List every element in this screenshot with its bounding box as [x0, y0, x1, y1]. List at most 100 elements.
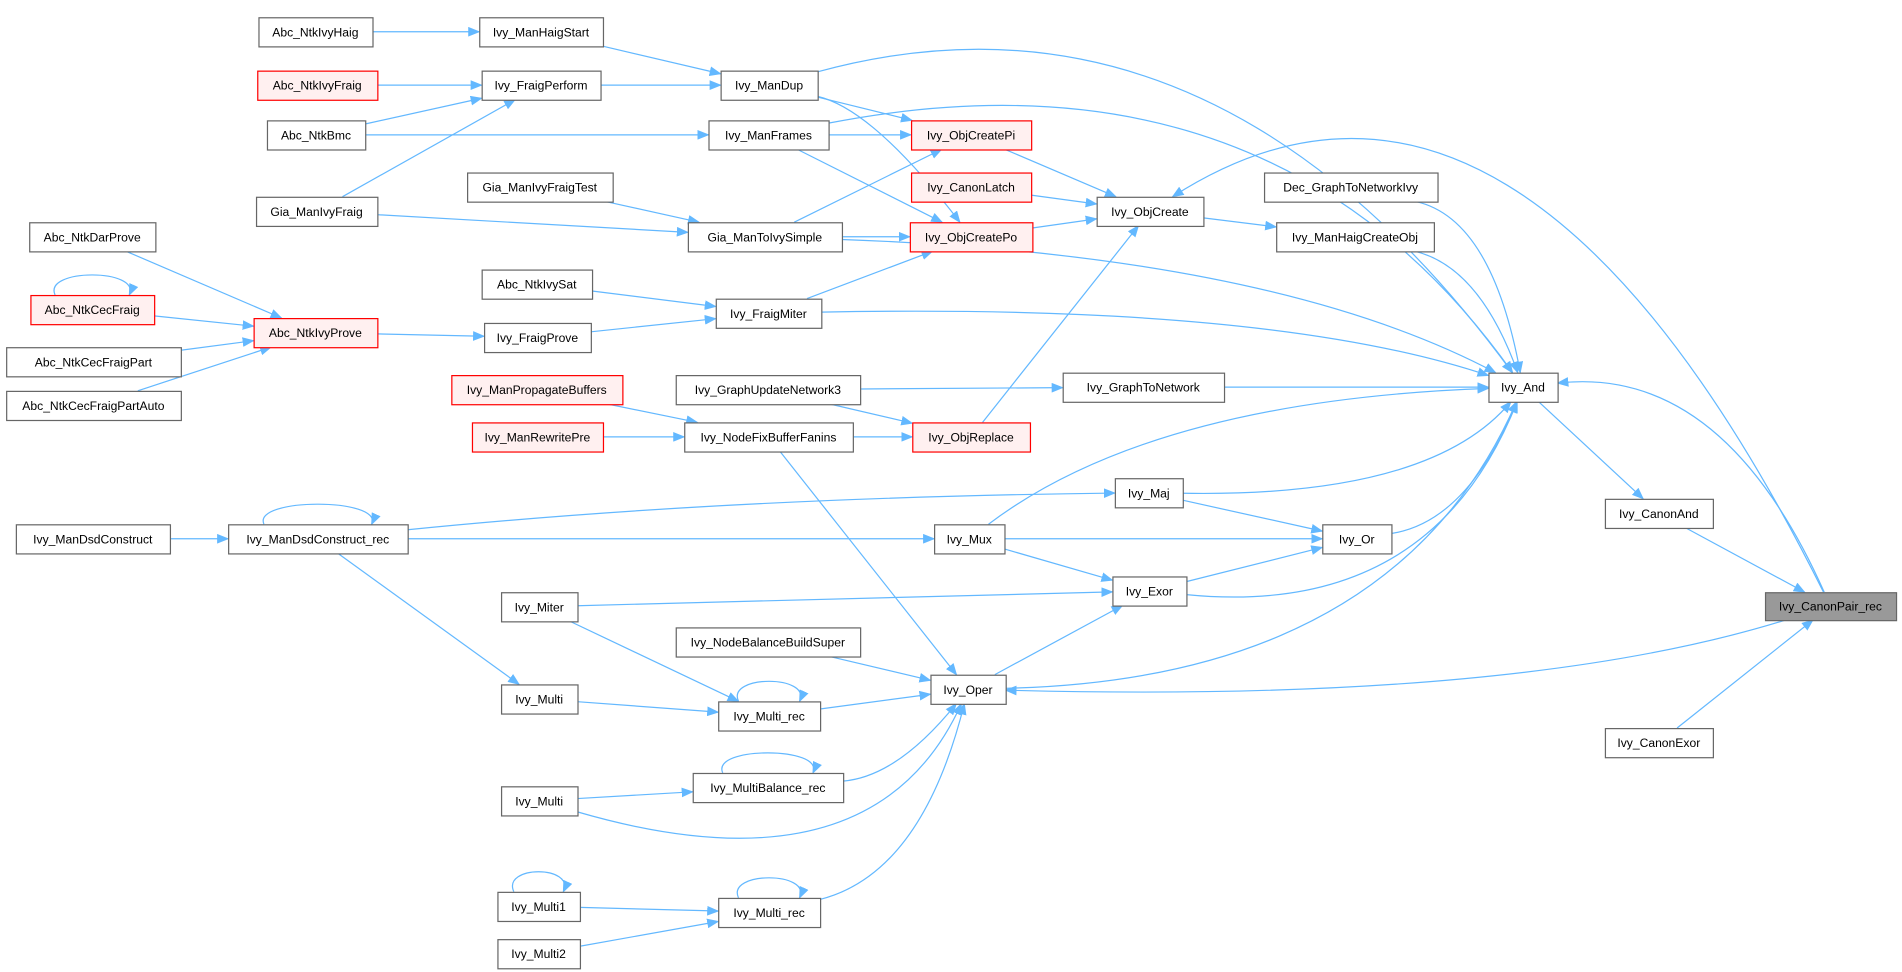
node-gia-mantoivysimple[interactable]: Gia_ManToIvySimple: [687, 222, 844, 253]
node-ivy-objcreate[interactable]: Ivy_ObjCreate: [1096, 196, 1205, 228]
node-label: Ivy_ManHaigCreateObj: [1292, 230, 1418, 244]
node-ivy-nodefixbufferfanins[interactable]: Ivy_NodeFixBufferFanins: [684, 422, 854, 453]
node-box: [692, 772, 845, 804]
node-ivy-multi-rec-b[interactable]: Ivy_Multi_rec: [718, 897, 822, 929]
node-ivy-multi1[interactable]: Ivy_Multi1: [497, 891, 582, 923]
node-label: Abc_NtkBmc: [281, 128, 351, 142]
edge-ivy_mandup-to-ivy_and: [817, 48, 1513, 374]
node-ivy-fraigprove[interactable]: Ivy_FraigProve: [483, 322, 592, 354]
node-abc-ntkivyprove[interactable]: Abc_NtkIvyProve: [253, 317, 379, 349]
node-ivy-miter[interactable]: Ivy_Miter: [500, 592, 579, 623]
node-box: [1604, 498, 1714, 530]
node-ivy-manframes[interactable]: Ivy_ManFrames: [708, 120, 830, 151]
node-abc-ntkcecfraigpart[interactable]: Abc_NtkCecFraigPart: [6, 347, 182, 378]
edge-ivy_multi_b-to-ivy_multibalance_rec: [577, 787, 694, 800]
edge-ivy_objreplace-to-ivy_objcreate: [982, 224, 1140, 423]
node-box: [1764, 592, 1898, 622]
edge-ivy_canonpair_rec-to-ivy_objcreate: [1171, 138, 1825, 593]
edge-ivy_exor-to-ivy_and: [1186, 400, 1518, 598]
node-label: Ivy_ManDup: [735, 79, 803, 93]
node-ivy-mandup[interactable]: Ivy_ManDup: [720, 70, 819, 101]
node-label: Abc_NtkIvyProve: [269, 326, 362, 340]
node-ivy-maj[interactable]: Ivy_Maj: [1114, 478, 1184, 509]
node-ivy-manrewritepre[interactable]: Ivy_ManRewritePre: [471, 422, 605, 453]
node-ivy-manhaigstart[interactable]: Ivy_ManHaigStart: [479, 17, 605, 48]
node-ivy-nodebalancebuildsuper[interactable]: Ivy_NodeBalanceBuildSuper: [675, 627, 862, 658]
node-ivy-multi2[interactable]: Ivy_Multi2: [497, 939, 582, 970]
node-ivy-multi-b[interactable]: Ivy_Multi: [500, 786, 579, 817]
edge-ivy_graphupdatenetwork3-to-ivy_objreplace: [830, 403, 914, 426]
edge-gia_manivyfraig-to-ivy_fraigperform: [342, 99, 517, 198]
node-gia-manivyfraig[interactable]: Gia_ManIvyFraig: [255, 196, 379, 228]
node-ivy-canonlatch[interactable]: Ivy_CanonLatch: [910, 172, 1033, 203]
edge-ivy_multi_rec_b-to-ivy_oper: [819, 702, 967, 901]
node-box: [1322, 524, 1393, 555]
node-box: [451, 375, 624, 406]
node-box: [1062, 372, 1226, 403]
node-ivy-manpropagatebuffers[interactable]: Ivy_ManPropagateBuffers: [451, 375, 624, 406]
node-label: Ivy_NodeFixBufferFanins: [700, 430, 836, 444]
node-ivy-manhaigcreateobj[interactable]: Ivy_ManHaigCreateObj: [1276, 222, 1435, 253]
node-label: Ivy_ManDsdConstruct: [33, 532, 153, 546]
node-ivy-canonexor[interactable]: Ivy_CanonExor: [1604, 727, 1714, 759]
node-ivy-graphtonetwork[interactable]: Ivy_GraphToNetwork: [1062, 372, 1226, 403]
node-abc-ntkivyfraig[interactable]: Abc_NtkIvyFraig: [257, 70, 379, 101]
node-ivy-multi-rec-a[interactable]: Ivy_Multi_rec: [718, 701, 822, 732]
node-ivy-oper[interactable]: Ivy_Oper: [930, 674, 1007, 705]
node-abc-ntkivyhaig[interactable]: Abc_NtkIvyHaig: [258, 17, 374, 48]
node-ivy-mandsdconstruct[interactable]: Ivy_ManDsdConstruct: [15, 524, 172, 555]
node-ivy-canonand[interactable]: Ivy_CanonAnd: [1604, 498, 1714, 530]
edge-ivy_manframes-to-ivy_objcreatepo: [797, 148, 944, 223]
node-box: [253, 317, 379, 349]
node-abc-ntkcecfraigpartauto[interactable]: Abc_NtkCecFraigPartAuto: [6, 390, 182, 422]
node-ivy-mux[interactable]: Ivy_Mux: [934, 524, 1006, 555]
node-ivy-fraigmiter[interactable]: Ivy_FraigMiter: [715, 298, 823, 329]
node-box: [934, 524, 1006, 555]
node-label: Abc_NtkIvyFraig: [273, 79, 362, 93]
node-box: [29, 222, 157, 253]
node-ivy-or[interactable]: Ivy_Or: [1322, 524, 1393, 555]
node-abc-ntkivysat[interactable]: Abc_NtkIvySat: [481, 269, 594, 300]
edge-ivy_manframes-to-ivy_and: [828, 104, 1514, 374]
node-ivy-objcreatepo[interactable]: Ivy_ObjCreatePo: [909, 222, 1034, 253]
node-gia-manivyfraigtest[interactable]: Gia_ManIvyFraigTest: [467, 172, 614, 203]
node-label: Abc_NtkDarProve: [44, 230, 141, 244]
edge-ivy_mandsdconstruct_rec-to-ivy_mandsdconstruct_rec: [262, 503, 381, 526]
edge-ivy_objcreate-to-ivy_manhaigcreateobj: [1203, 217, 1278, 231]
node-label: Abc_NtkCecFraig: [45, 303, 140, 317]
node-dec-graphtonetworkivy[interactable]: Dec_GraphToNetworkIvy: [1263, 172, 1439, 203]
edge-ivy_mandsdconstruct_rec-to-ivy_multi_a: [337, 552, 521, 686]
node-ivy-mandsdconstruct-rec[interactable]: Ivy_ManDsdConstruct_rec: [228, 524, 409, 555]
node-ivy-objcreatepi[interactable]: Ivy_ObjCreatePi: [910, 120, 1033, 151]
edge-ivy_manhaigcreateobj-to-ivy_and: [1414, 250, 1519, 374]
node-ivy-multibalance-rec[interactable]: Ivy_MultiBalance_rec: [692, 772, 845, 804]
node-label: Ivy_ManRewritePre: [484, 430, 590, 444]
node-box: [1263, 172, 1439, 203]
node-abc-ntkbmc[interactable]: Abc_NtkBmc: [266, 120, 367, 151]
node-ivy-exor[interactable]: Ivy_Exor: [1112, 576, 1188, 607]
node-ivy-graphupdatenetwork3[interactable]: Ivy_GraphUpdateNetwork3: [675, 375, 862, 406]
node-label: Ivy_CanonAnd: [1619, 507, 1699, 521]
edge-ivy_mux-to-ivy_exor: [1004, 548, 1114, 582]
node-ivy-objreplace[interactable]: Ivy_ObjReplace: [912, 422, 1032, 453]
edge-ivy_mandup-to-ivy_objcreatepi: [817, 96, 914, 123]
node-ivy-and[interactable]: Ivy_And: [1488, 372, 1559, 403]
node-box: [1488, 372, 1559, 403]
node-label: Ivy_FraigMiter: [730, 307, 807, 321]
node-abc-ntkcecfraig[interactable]: Abc_NtkCecFraig: [30, 294, 156, 326]
node-label: Gia_ManToIvySimple: [708, 230, 823, 244]
node-label: Ivy_Multi: [515, 692, 563, 706]
edge-ivy_miter-to-ivy_multi_rec_a: [569, 620, 740, 702]
node-ivy-multi-a[interactable]: Ivy_Multi: [500, 684, 579, 715]
edge-ivy_multi2-to-ivy_multi_rec_b: [579, 918, 720, 947]
edge-ivy_multi_b-to-ivy_oper: [577, 702, 962, 839]
node-label: Ivy_Multi: [515, 794, 563, 808]
node-ivy-fraigperform[interactable]: Ivy_FraigPerform: [481, 70, 602, 101]
node-box: [6, 390, 182, 422]
node-label: Ivy_ObjCreatePi: [927, 128, 1015, 142]
edges-layer: [53, 26, 1825, 947]
node-ivy-canonpair-rec[interactable]: Ivy_CanonPair_rec: [1764, 592, 1898, 622]
node-abc-ntkdarprove[interactable]: Abc_NtkDarProve: [29, 222, 157, 253]
node-box: [718, 701, 822, 732]
node-label: Gia_ManIvyFraig: [270, 205, 362, 219]
